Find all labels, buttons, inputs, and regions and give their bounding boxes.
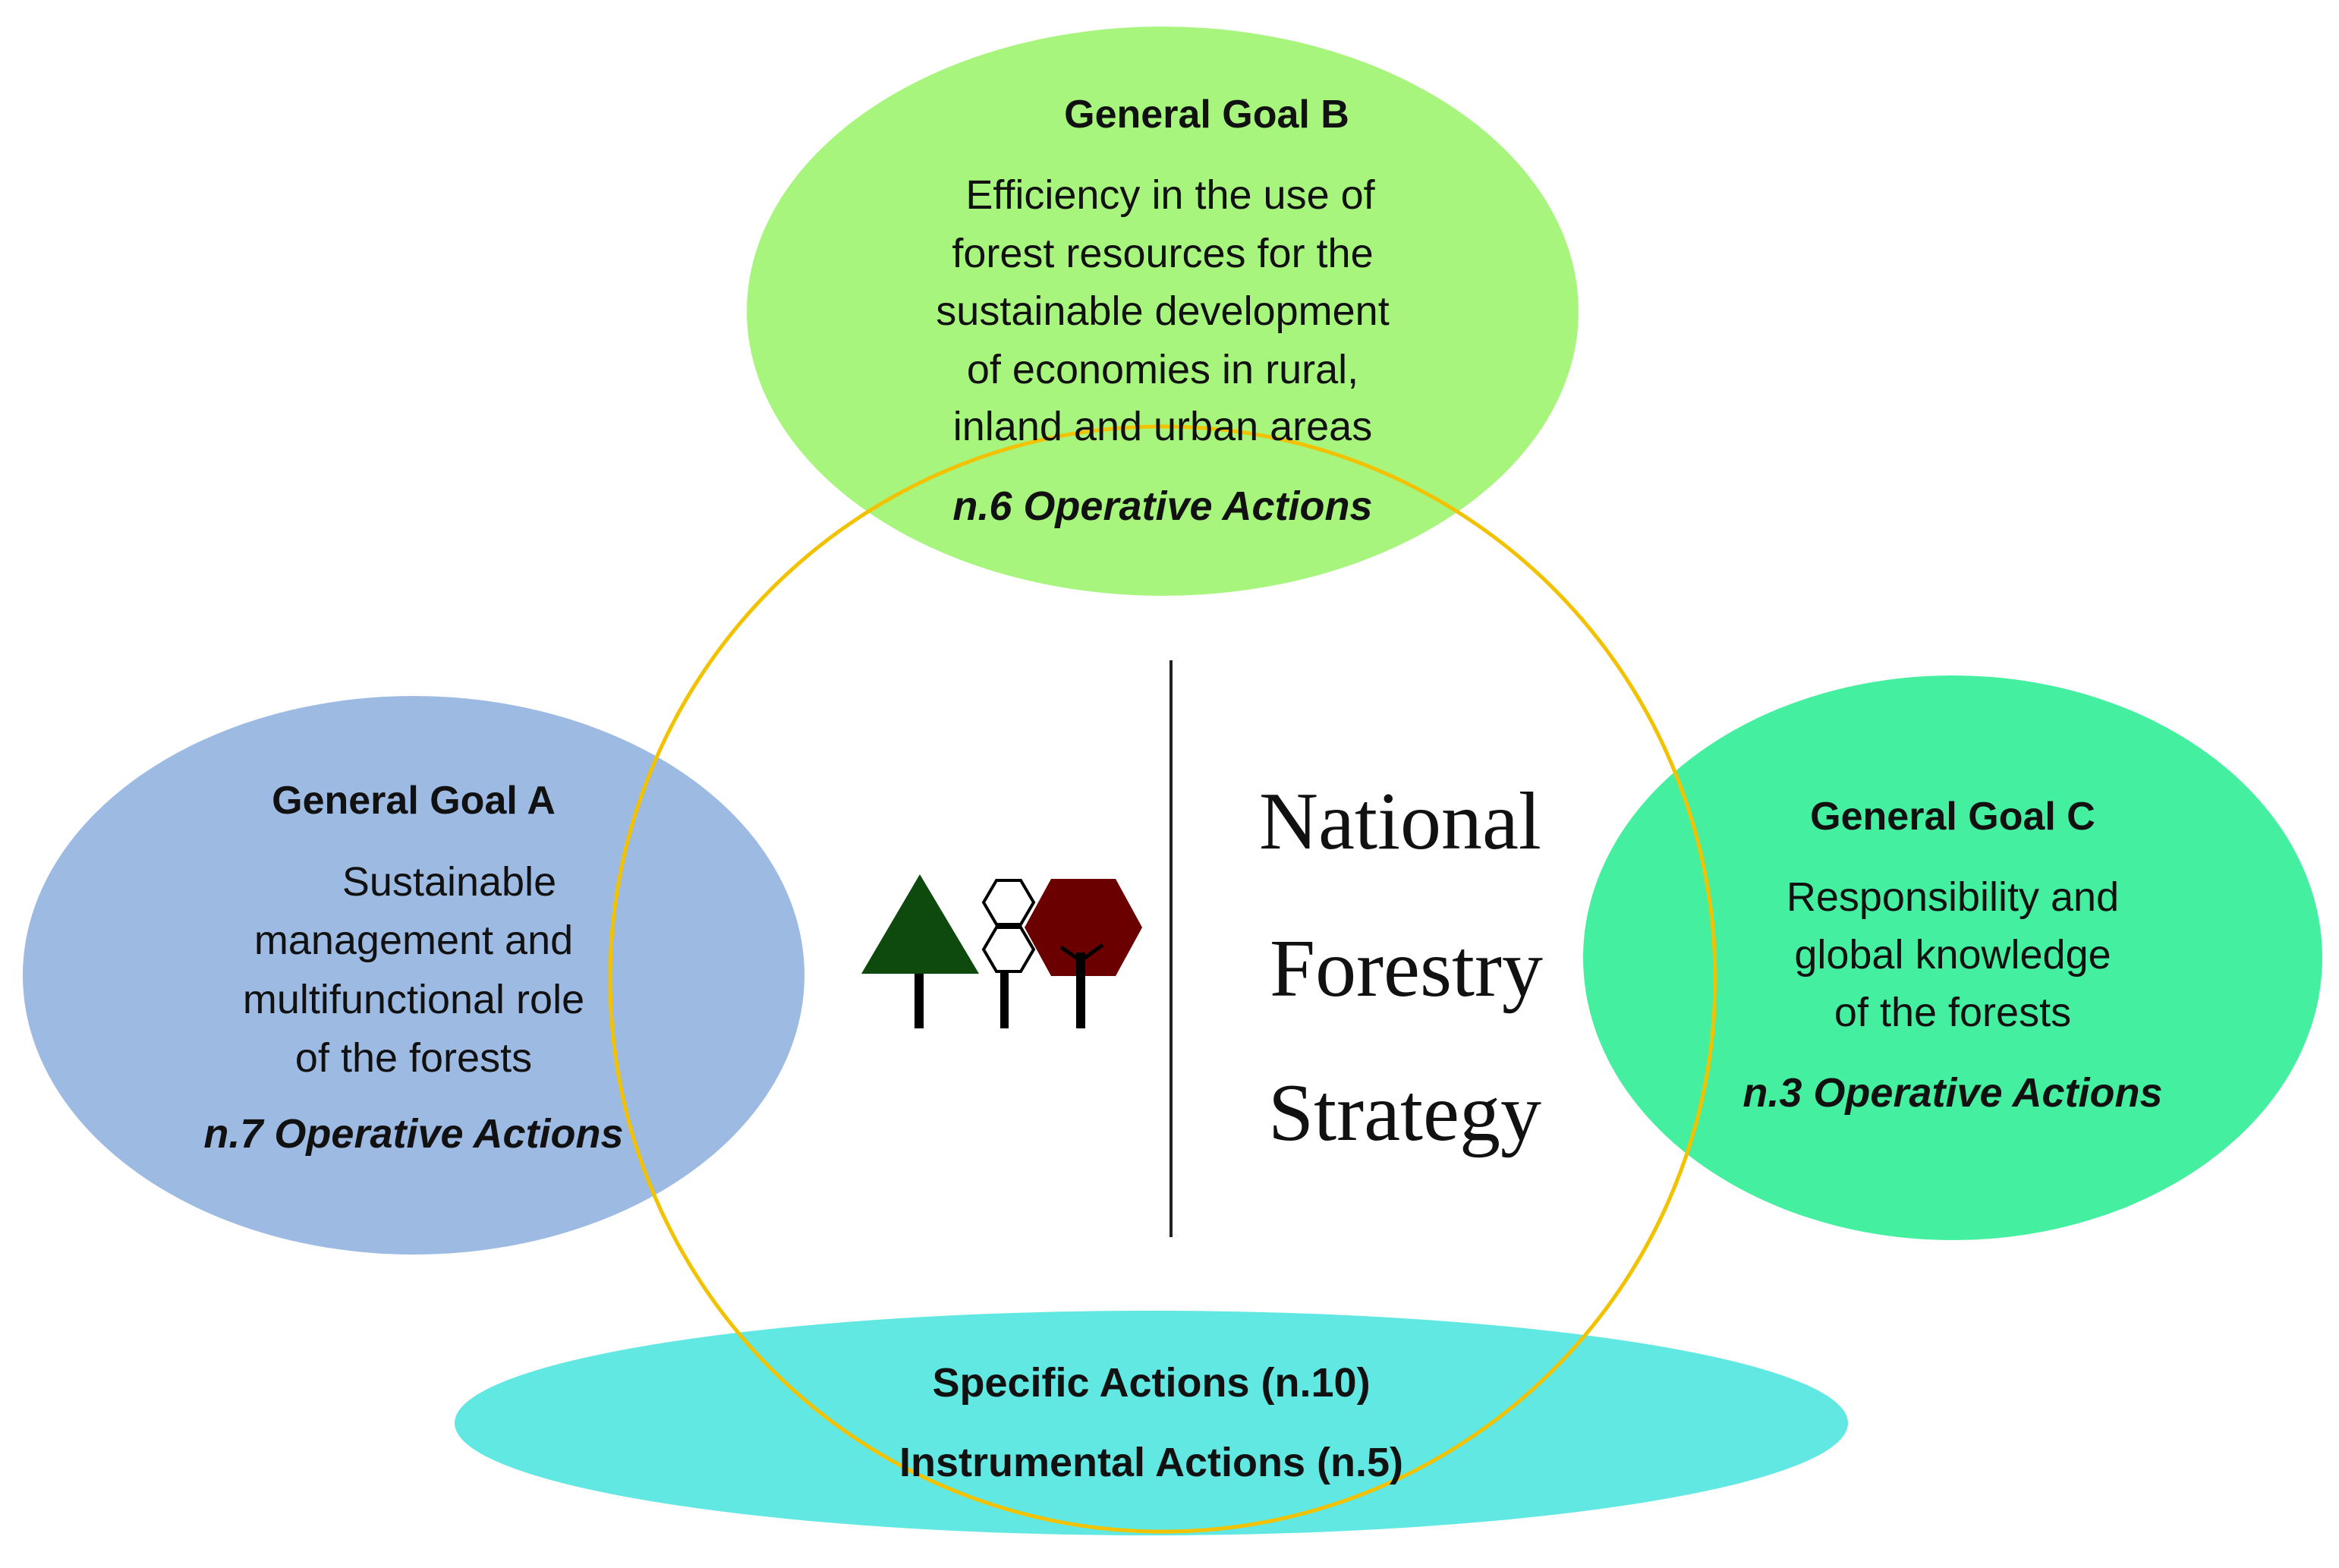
goal-a-operative-actions: n.7 Operative Actions	[203, 1111, 623, 1157]
specific-actions-label: Specific Actions (n.10)	[932, 1360, 1370, 1406]
actions-ellipse	[455, 1311, 1848, 1535]
goal-b-desc-line-3: sustainable development	[936, 288, 1389, 334]
strategy-title-line-2: Forestry	[1270, 924, 1543, 1014]
goal-b-ellipse	[747, 27, 1579, 596]
goal-a-desc-line-4: of the forests	[295, 1035, 532, 1081]
goal-c-desc-line-1: Responsibility and	[1787, 874, 2119, 920]
goal-a-desc-line-1: Sustainable	[342, 859, 556, 905]
goal-c-operative-actions: n.3 Operative Actions	[1742, 1070, 2162, 1116]
goal-a-ellipse	[23, 696, 804, 1255]
strategy-title-line-3: Strategy	[1268, 1068, 1541, 1158]
goal-b-desc-line-1: Efficiency in the use of	[965, 172, 1375, 218]
goal-c-desc-line-3: of the forests	[1834, 990, 2071, 1035]
central-ring	[608, 424, 1717, 1534]
goal-b-title: General Goal B	[1064, 93, 1349, 137]
goal-b-desc-line-4: of economies in rural,	[967, 347, 1358, 392]
goal-b-desc-line-5: inland and urban areas	[953, 404, 1372, 449]
goal-b-desc-line-2: forest resources for the	[952, 231, 1373, 276]
strategy-title-line-1: National	[1259, 776, 1541, 867]
instrumental-actions-label: Instrumental Actions (n.5)	[899, 1440, 1403, 1485]
goal-a-title: General Goal A	[272, 779, 556, 823]
goal-b-operative-actions: n.6 Operative Actions	[952, 483, 1372, 529]
goal-c-title: General Goal C	[1810, 795, 2095, 839]
three-trees-icon	[861, 874, 1142, 1028]
goal-a-desc-line-2: management and	[254, 918, 573, 963]
goal-c-desc-line-2: global knowledge	[1794, 932, 2111, 978]
goal-a-desc-line-3: multifunctional role	[243, 977, 584, 1022]
goal-c-ellipse	[1583, 675, 2322, 1240]
